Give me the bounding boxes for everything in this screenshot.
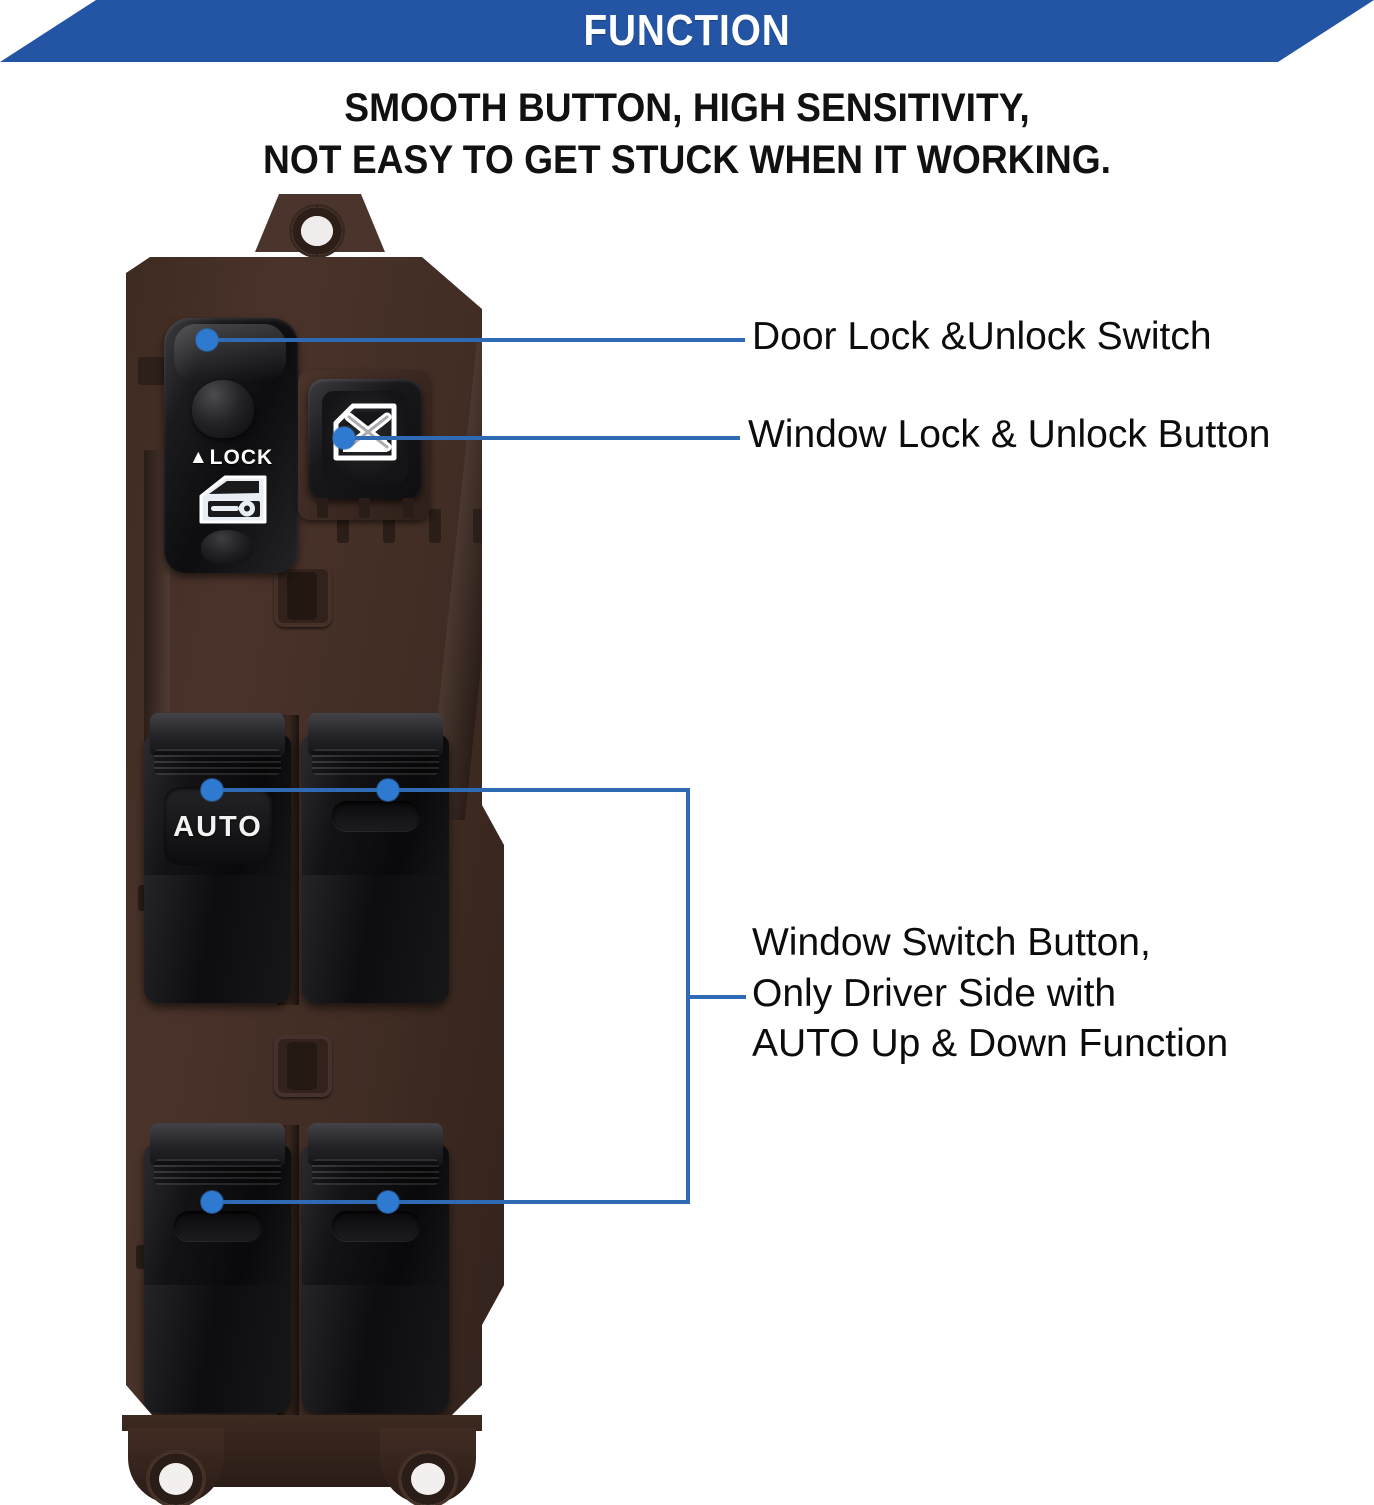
rocker-lower-face xyxy=(302,875,449,1003)
top-mounting-hole xyxy=(292,207,342,255)
callout-dot-window-lock xyxy=(333,427,355,449)
rocker-ridges xyxy=(312,749,439,775)
car-door-key-icon xyxy=(195,470,271,528)
screw-boss-lower xyxy=(274,1035,332,1097)
lock-label: ▲LOCK xyxy=(164,446,298,470)
window-crossed-out-icon xyxy=(331,401,399,463)
rocker-cap xyxy=(308,713,443,755)
rocker-cap xyxy=(308,1123,443,1165)
lock-word: LOCK xyxy=(209,446,274,469)
callout-label-window-switch-line-1: Window Switch Button, xyxy=(752,921,1151,964)
callout-line-rockers-top xyxy=(212,788,690,792)
callout-label-window-switch-line-3: AUTO Up & Down Function xyxy=(752,1022,1229,1066)
function-banner: FUNCTION xyxy=(0,0,1374,70)
rocker-pill xyxy=(332,1211,420,1241)
callout-dot-door-lock xyxy=(196,329,218,351)
door-lock-switch[interactable]: ▲LOCK xyxy=(164,318,298,573)
callout-line-rockers-stub xyxy=(686,995,746,999)
rocker-ridges xyxy=(154,749,281,775)
callout-label-window-switch-line-2: Only Driver Side with xyxy=(752,971,1117,1015)
callout-label-window-lock: Window Lock & Unlock Button xyxy=(748,413,1271,456)
callout-line-door-lock xyxy=(207,338,745,342)
rocker-front-left[interactable]: AUTO xyxy=(144,713,291,1003)
banner-shape xyxy=(0,0,1374,62)
subtitle: SMOOTH BUTTON, HIGH SENSITIVITY, NOT EAS… xyxy=(0,82,1374,186)
callout-dot-rocker-rear-left xyxy=(201,1191,223,1213)
window-lock-legs xyxy=(317,498,417,520)
auto-well xyxy=(164,787,272,865)
auto-label: AUTO xyxy=(173,811,263,843)
rocker-lower-face xyxy=(144,875,291,1003)
rocker-ridges xyxy=(312,1159,439,1185)
rocker-pill xyxy=(174,1211,262,1241)
door-unlock-lower-knob[interactable] xyxy=(201,530,253,564)
rocker-lower-face xyxy=(302,1285,449,1413)
rocker-rear-right[interactable] xyxy=(302,1123,449,1413)
callout-dot-rocker-front-left xyxy=(201,779,223,801)
callout-label-window-switch: Window Switch Button, Only Driver Side w… xyxy=(752,918,1228,1070)
rocker-cap xyxy=(150,1123,285,1165)
rocker-lower-face xyxy=(144,1285,291,1413)
lock-triangle-icon: ▲ xyxy=(188,447,209,468)
subtitle-line-1: SMOOTH BUTTON, HIGH SENSITIVITY, xyxy=(344,86,1030,130)
callout-dot-rocker-rear-right xyxy=(377,1191,399,1213)
lock-switch-gloss xyxy=(174,324,286,382)
screw-boss-upper xyxy=(274,565,332,627)
callout-label-door-lock: Door Lock &Unlock Switch xyxy=(752,315,1212,358)
rocker-cap xyxy=(150,713,285,755)
rocker-ridges xyxy=(154,1159,281,1185)
door-lock-upper-knob[interactable] xyxy=(192,380,254,438)
callout-line-window-lock xyxy=(344,436,740,440)
rocker-front-right[interactable] xyxy=(302,713,449,1003)
callout-dot-rocker-front-right xyxy=(377,779,399,801)
rocker-rear-left[interactable] xyxy=(144,1123,291,1413)
bottom-right-mounting-hole xyxy=(401,1453,455,1505)
callout-line-rockers-bottom xyxy=(212,1200,690,1204)
bottom-left-mounting-hole xyxy=(149,1453,203,1505)
switch-housing-body: ▲LOCK xyxy=(126,257,504,1440)
rocker-pill xyxy=(332,801,420,831)
banner-title: FUNCTION xyxy=(583,6,791,55)
power-window-switch-photo: ▲LOCK xyxy=(100,190,520,1505)
subtitle-line-2: NOT EASY TO GET STUCK WHEN IT WORKING. xyxy=(262,138,1112,182)
